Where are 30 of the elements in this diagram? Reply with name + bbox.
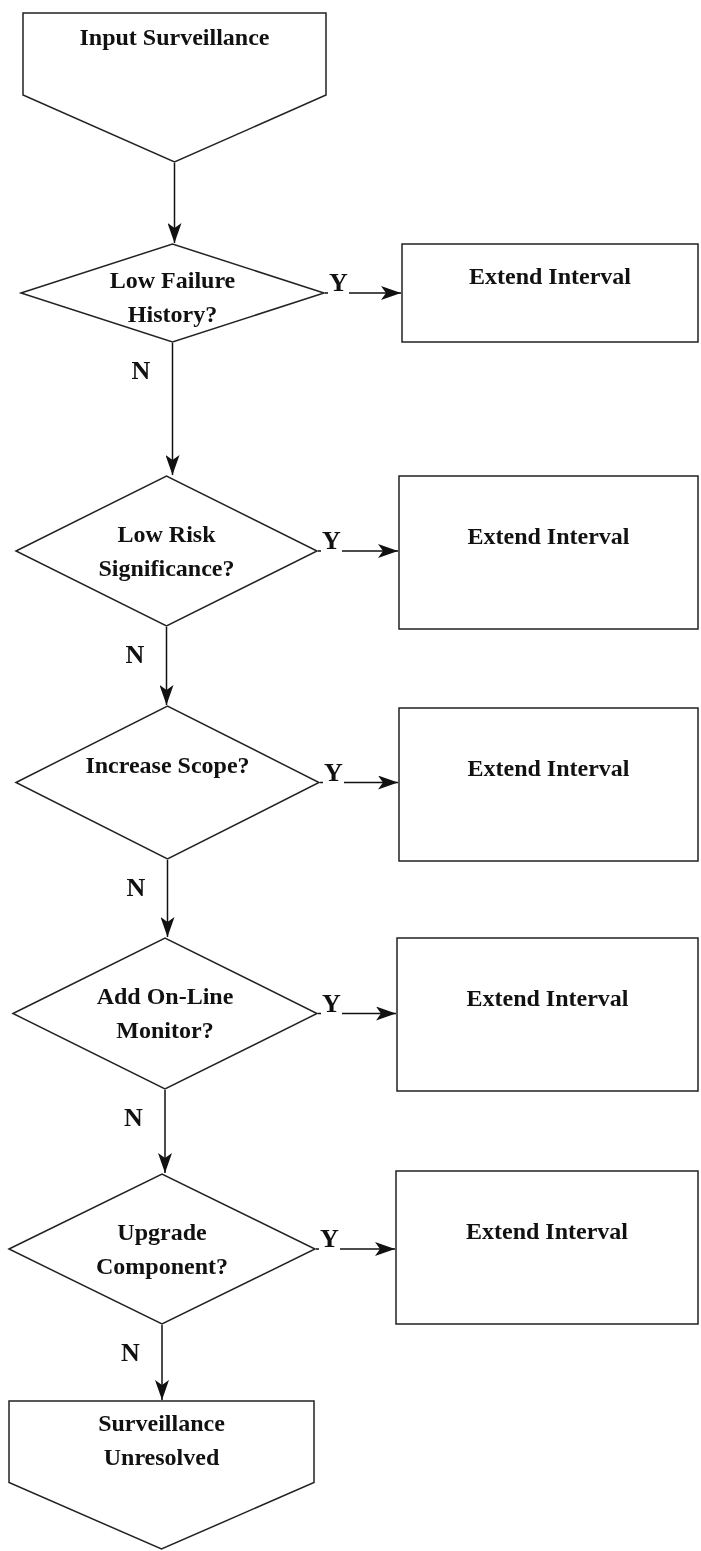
node-label: Extend Interval [468,262,632,291]
decision-diamond [15,705,320,860]
arrow [159,626,174,706]
off-page-connector [8,1400,315,1550]
decision-diamond [12,937,318,1090]
node-label: Extend Interval [465,984,630,1013]
arrow [167,162,182,244]
arrow [160,859,175,938]
node-label: Low Risk Significance? [97,520,236,583]
arrow [165,342,180,476]
decision-diamond [20,243,325,343]
node-label: Add On-Line Monitor? [95,982,235,1045]
node-label: Low Failure History? [108,266,237,329]
node-label: Surveillance Unresolved [97,1409,226,1472]
node-label: Input Surveillance [78,23,271,52]
node-label: Upgrade Component? [95,1218,229,1281]
decision-diamond [15,475,318,627]
off-page-connector [22,12,327,163]
node-label: Increase Scope? [84,751,251,780]
process-box [398,475,699,630]
process-box [401,243,699,343]
decision-diamond [8,1173,316,1325]
node-label: Extend Interval [465,1217,629,1246]
process-box [396,937,699,1092]
node-label: Extend Interval [466,522,631,551]
process-box [398,707,699,862]
arrow [155,1324,169,1401]
node-label: Extend Interval [466,754,631,783]
arrow [158,1089,172,1174]
process-box [395,1170,699,1325]
